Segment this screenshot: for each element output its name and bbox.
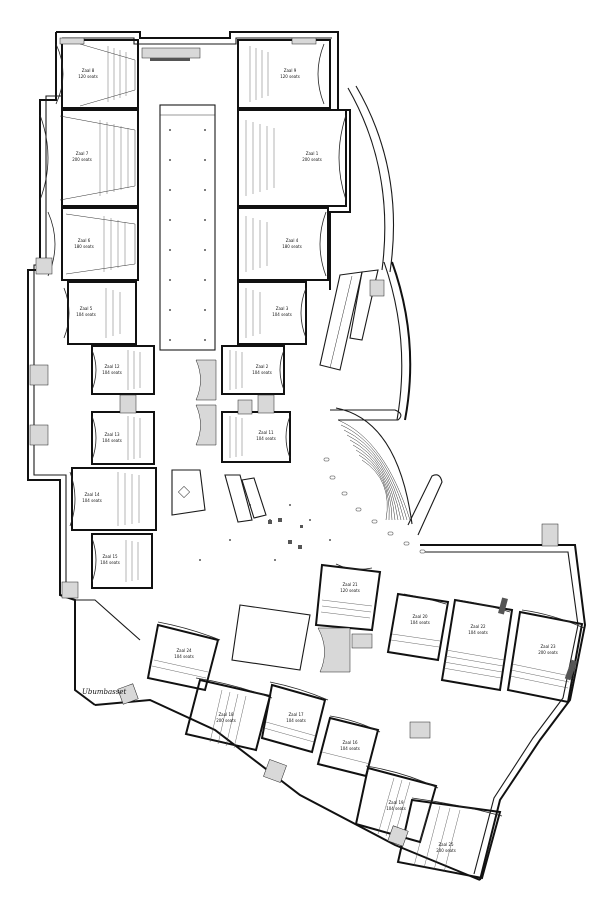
hall-9-seats: 120 seats — [280, 74, 300, 79]
hall-14-name: Zaal 14 — [84, 492, 100, 497]
facade-seating — [323, 457, 426, 554]
hall-4: Zaal 4 180 seats — [237, 207, 329, 281]
hall-23-name: Zaal 23 — [540, 644, 556, 649]
hall-17: Zaal 17 104 seats — [260, 681, 329, 754]
hall-1: Zaal 1 200 seats — [237, 109, 347, 207]
hall-1-name: Zaal 1 — [306, 151, 319, 156]
hall-18-seats: 200 seats — [216, 718, 236, 723]
hall-25: Zaal 25 200 seats — [396, 797, 503, 880]
hall-15: Zaal 15 104 seats — [91, 533, 153, 589]
hall-8: Zaal 8 120 seats — [55, 39, 139, 109]
hall-20-name: Zaal 20 — [412, 614, 428, 619]
hall-7-name: Zaal 7 — [76, 151, 89, 156]
hall-20: Zaal 20 104 seats — [386, 592, 450, 662]
hall-21: Zaal 21 120 seats — [314, 563, 382, 632]
hall-12: Zaal 12 104 seats — [91, 345, 155, 395]
lower-halls: Zaal 21 120 seats Zaal 20 104 seats Zaal… — [146, 563, 585, 880]
hall-4-seats: 180 seats — [282, 244, 302, 249]
hall-15-seats: 104 seats — [100, 560, 120, 565]
hall-22-seats: 104 seats — [468, 630, 488, 635]
hall-8-name: Zaal 8 — [82, 68, 95, 73]
hall-20-seats: 104 seats — [410, 620, 430, 625]
lower-lobby-block — [231, 604, 311, 671]
amphitheatre — [323, 407, 443, 554]
building-outline — [27, 31, 587, 881]
hall-7: Zaal 7 200 seats — [39, 109, 139, 207]
hall-3-name: Zaal 3 — [276, 306, 289, 311]
lobby-stair-b — [195, 404, 217, 446]
hall-22: Zaal 22 104 seats — [440, 598, 514, 692]
hall-11: Zaal 11 104 seats — [221, 411, 291, 463]
hall-24-seats: 104 seats — [174, 654, 194, 659]
hall-24-name: Zaal 24 — [176, 648, 192, 653]
hall-5-seats: 104 seats — [76, 312, 96, 317]
escalator-a — [224, 474, 253, 523]
right-halls: Zaal 9 120 seats Zaal 1 200 seats Zaal 4… — [221, 39, 347, 463]
escalator-b — [241, 477, 267, 519]
hall-6-name: Zaal 6 — [78, 238, 91, 243]
hall-8-seats: 120 seats — [78, 74, 98, 79]
hall-12-seats: 104 seats — [102, 370, 122, 375]
hall-17-name: Zaal 17 — [288, 712, 304, 717]
hall-6-seats: 180 seats — [74, 244, 94, 249]
hall-9: Zaal 9 120 seats — [237, 39, 331, 109]
hall-18: Zaal 18 200 seats — [184, 677, 273, 752]
drawing-signature: Ubumbasset — [82, 688, 127, 696]
left-halls: Zaal 8 120 seats Zaal 7 200 seats Zaal 6… — [39, 39, 157, 589]
hall-2: Zaal 2 104 seats — [221, 345, 285, 395]
hall-13: Zaal 13 104 seats — [91, 411, 155, 465]
hall-11-seats: 104 seats — [256, 436, 276, 441]
hall-3-seats: 104 seats — [272, 312, 292, 317]
hall-13-name: Zaal 13 — [104, 432, 120, 437]
hall-24: Zaal 24 104 seats — [146, 621, 221, 692]
hall-23: Zaal 23 200 seats — [506, 609, 585, 704]
exterior-stairs — [29, 37, 578, 847]
hall-6: Zaal 6 180 seats — [47, 207, 139, 281]
hall-16-name: Zaal 16 — [342, 740, 358, 745]
hall-7-seats: 200 seats — [72, 157, 92, 162]
hall-2-name: Zaal 2 — [256, 364, 269, 369]
lobby-stair-a — [195, 359, 217, 401]
hall-3: Zaal 3 104 seats — [237, 281, 307, 345]
hall-21-name: Zaal 21 — [342, 582, 358, 587]
hall-12-name: Zaal 12 — [104, 364, 120, 369]
hall-9-name: Zaal 9 — [284, 68, 297, 73]
hall-11-name: Zaal 11 — [258, 430, 274, 435]
hall-5: Zaal 5 104 seats — [63, 281, 137, 345]
hall-15-name: Zaal 15 — [102, 554, 118, 559]
hall-19-seats: 104 seats — [386, 806, 406, 811]
hall-5-name: Zaal 5 — [80, 306, 93, 311]
hall-19-name: Zaal 19 — [388, 800, 404, 805]
hall-21-seats: 120 seats — [340, 588, 360, 593]
central-corridor — [141, 47, 331, 561]
lobby — [119, 359, 303, 549]
hall-22-name: Zaal 22 — [470, 624, 486, 629]
hall-4-name: Zaal 4 — [286, 238, 299, 243]
hall-1-seats: 200 seats — [302, 157, 322, 162]
diagonal-corridor — [319, 269, 379, 371]
hall-2-seats: 104 seats — [252, 370, 272, 375]
hall-13-seats: 104 seats — [102, 438, 122, 443]
concession-stand — [171, 469, 206, 516]
hall-16-seats: 104 seats — [340, 746, 360, 751]
hall-17-seats: 104 seats — [286, 718, 306, 723]
hall-18-name: Zaal 18 — [218, 712, 234, 717]
column-grid — [169, 129, 331, 561]
hall-14-seats: 104 seats — [82, 498, 102, 503]
lower-stair — [317, 627, 351, 673]
hall-25-seats: 200 seats — [436, 848, 456, 853]
hall-23-seats: 200 seats — [538, 650, 558, 655]
hall-14: Zaal 14 104 seats — [69, 467, 157, 531]
hall-25-name: Zaal 25 — [438, 842, 454, 847]
